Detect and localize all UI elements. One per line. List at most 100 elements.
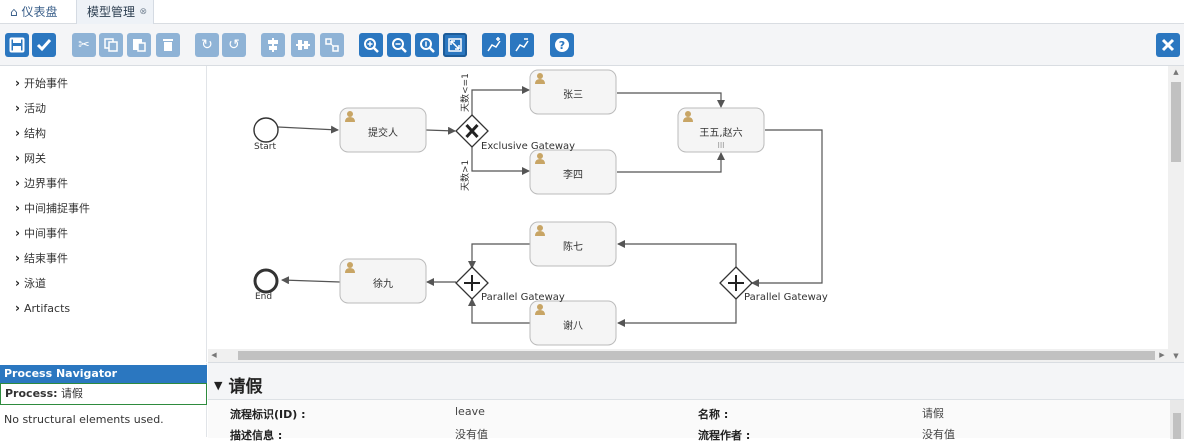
align-vertical-button[interactable] — [291, 33, 315, 57]
home-icon: ⌂ — [10, 5, 18, 19]
tab-bar: ⌂ 仪表盘 模型管理 ⊗ — [0, 0, 1184, 24]
align-horizontal-button[interactable] — [261, 33, 285, 57]
same-size-button[interactable] — [320, 33, 344, 57]
flow-start-to-submit — [277, 125, 339, 134]
palette-group-label: Artifacts — [24, 302, 71, 315]
task-chenqi — [529, 221, 617, 267]
cut-icon: ✂ — [78, 37, 90, 53]
redo-button[interactable]: ↻ — [195, 33, 219, 57]
zoom-out-button[interactable] — [387, 33, 411, 57]
navigator-process-name: 请假 — [61, 387, 84, 400]
help-icon: ? — [555, 38, 569, 52]
parallel-gateway-join — [455, 266, 489, 300]
paste-button[interactable] — [127, 33, 151, 57]
task-xujiu-label: 徐九 — [373, 279, 393, 290]
task-wangwu-zhaoliu-label: 王五,赵六 — [699, 128, 743, 139]
close-editor-button[interactable] — [1156, 33, 1180, 57]
prop-value-description[interactable]: 没有值 — [455, 428, 488, 441]
palette-group-boundary-events[interactable]: ›边界事件 — [15, 175, 68, 191]
palette-group-end-events[interactable]: ›结束事件 — [15, 250, 68, 266]
validate-button[interactable] — [32, 33, 56, 57]
properties-scroll-thumb[interactable] — [1173, 413, 1181, 439]
bend-remove-button[interactable] — [510, 33, 534, 57]
flow-xieba-to-and-join — [468, 298, 530, 324]
properties-title[interactable]: ▼请假 — [214, 372, 262, 397]
start-event — [253, 117, 279, 143]
properties-vertical-scrollbar[interactable] — [1170, 400, 1184, 439]
tab-model-management[interactable]: 模型管理 ⊗ — [76, 0, 154, 24]
task-xieba-label: 谢八 — [563, 321, 583, 332]
palette-group-gateways[interactable]: ›网关 — [15, 150, 46, 166]
editor-toolbar: ✂ ↻ ↺ ? — [0, 24, 1184, 66]
palette-group-swimlanes[interactable]: ›泳道 — [15, 275, 46, 291]
palette-group-activities[interactable]: ›活动 — [15, 100, 46, 116]
vertical-scroll-thumb[interactable] — [1171, 82, 1181, 162]
chevron-right-icon: › — [15, 226, 20, 240]
start-event-label: Start — [254, 142, 276, 152]
prop-label-process-id: 流程标识(ID) : — [230, 408, 306, 421]
chevron-right-icon: › — [15, 151, 20, 165]
help-button[interactable]: ? — [550, 33, 574, 57]
flow-lisi-to-wangwu — [617, 152, 725, 173]
save-button[interactable] — [5, 33, 29, 57]
prop-value-name[interactable]: 请假 — [922, 407, 944, 420]
multi-instance-marker: III — [717, 141, 725, 150]
palette-group-intermediate-events[interactable]: ›中间事件 — [15, 225, 68, 241]
zoom-in-icon — [364, 38, 379, 53]
undo-icon: ↺ — [228, 37, 240, 53]
task-submitter-label: 提交人 — [368, 128, 398, 139]
flow-zhangsan-to-wangwu — [617, 92, 725, 108]
close-icon[interactable]: ⊗ — [139, 7, 147, 17]
bend-remove-icon — [515, 38, 529, 52]
palette-group-label: 边界事件 — [24, 177, 68, 190]
task-chenqi-label: 陈七 — [563, 242, 583, 253]
redo-icon: ↻ — [201, 37, 213, 53]
diagram-canvas[interactable]: Start End 提交人 张三 李四 王五,赵六 III 陈七 谢八 徐九 E… — [208, 66, 1184, 362]
tab-dashboard-label: 仪表盘 — [21, 5, 58, 19]
bend-add-button[interactable] — [482, 33, 506, 57]
cut-button[interactable]: ✂ — [72, 33, 96, 57]
prop-value-process-id[interactable]: leave — [455, 405, 485, 418]
delete-button[interactable] — [156, 33, 180, 57]
validate-check-icon — [36, 39, 52, 52]
prop-label-description: 描述信息 : — [230, 429, 283, 442]
flow-wangwu-to-and-split — [751, 129, 823, 287]
horizontal-scroll-thumb[interactable] — [238, 351, 1155, 360]
parallel-gateway-join-label: Parallel Gateway — [481, 292, 565, 303]
condition-label-bottom: 天数>1 — [461, 159, 471, 191]
properties-table: 流程标识(ID) : leave 名称 : 请假 描述信息 : 没有值 流程作者… — [208, 399, 1184, 442]
exclusive-gateway-label: Exclusive Gateway — [481, 141, 576, 152]
palette-group-start-events[interactable]: › 开始事件 — [15, 75, 68, 91]
paste-icon — [133, 39, 146, 52]
copy-icon — [104, 38, 118, 52]
chevron-right-icon: › — [15, 101, 20, 115]
scroll-down-arrow-icon[interactable]: ▼ — [1173, 352, 1179, 360]
prop-value-author[interactable]: 没有值 — [922, 428, 955, 441]
zoom-fit-icon — [448, 38, 462, 52]
palette-group-intermediate-catch-events[interactable]: ›中间捕捉事件 — [15, 200, 90, 216]
save-icon — [9, 37, 25, 53]
task-xujiu — [339, 258, 427, 304]
canvas-horizontal-scrollbar[interactable]: ◀ ▶ — [208, 349, 1168, 362]
palette-group-artifacts[interactable]: ›Artifacts — [15, 300, 70, 316]
scroll-left-arrow-icon[interactable]: ◀ — [211, 351, 217, 359]
palette-group-structural[interactable]: ›结构 — [15, 125, 46, 141]
zoom-actual-button[interactable] — [415, 33, 439, 57]
scroll-up-arrow-icon[interactable]: ▲ — [1173, 68, 1179, 76]
scroll-right-arrow-icon[interactable]: ▶ — [1159, 351, 1165, 359]
undo-button[interactable]: ↺ — [222, 33, 246, 57]
canvas-vertical-scrollbar[interactable]: ▲ ▼ — [1168, 66, 1184, 362]
prop-label-author: 流程作者 : — [698, 429, 751, 442]
navigator-empty-text: No structural elements used. — [4, 413, 164, 426]
tab-dashboard[interactable]: ⌂ 仪表盘 — [10, 0, 57, 24]
zoom-out-icon — [392, 38, 407, 53]
zoom-fit-button[interactable] — [443, 33, 467, 57]
flow-and-split-to-xieba — [617, 299, 737, 327]
navigator-process-row[interactable]: Process: 请假 — [0, 383, 207, 405]
tab-model-management-label: 模型管理 — [87, 5, 136, 19]
chevron-right-icon: › — [15, 76, 20, 90]
copy-button[interactable] — [99, 33, 123, 57]
shape-palette: ›开始事件 ›活动 ›结构 ›网关 ›边界事件 ›中间捕捉事件 ›中间事件 ›结… — [0, 66, 207, 362]
palette-group-label: 开始事件 — [24, 77, 68, 90]
zoom-in-button[interactable] — [359, 33, 383, 57]
